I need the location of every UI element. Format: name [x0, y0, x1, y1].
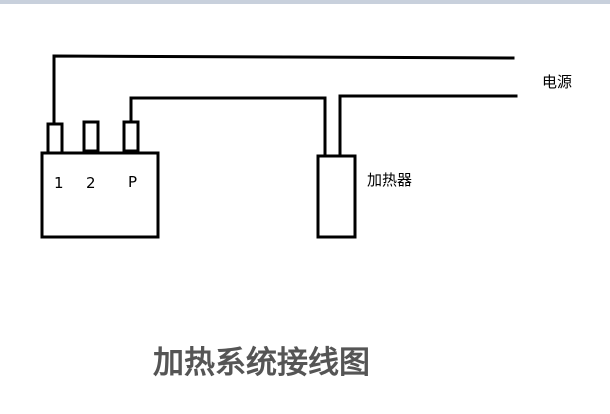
terminal-2-connector: [82, 120, 100, 153]
terminal-p-label: P: [128, 173, 137, 191]
terminal-p-connector: [122, 120, 140, 153]
controller-box: [40, 120, 160, 239]
terminal-1-connector: [46, 122, 64, 155]
wires: [52, 54, 518, 158]
terminal-2-label: 2: [86, 174, 96, 192]
heater-wire-p: [129, 96, 327, 132]
terminal-1-label: 1: [54, 174, 64, 192]
heater-body: [316, 154, 357, 239]
power-wire-1: [52, 54, 515, 126]
power-label: 电源: [542, 73, 572, 91]
power-wire-2: [338, 94, 518, 132]
diagram-caption: 加热系统接线图: [153, 345, 370, 381]
controller-body: [40, 151, 160, 239]
window-top-strip: [0, 0, 610, 4]
heater-label: 加热器: [367, 171, 412, 189]
